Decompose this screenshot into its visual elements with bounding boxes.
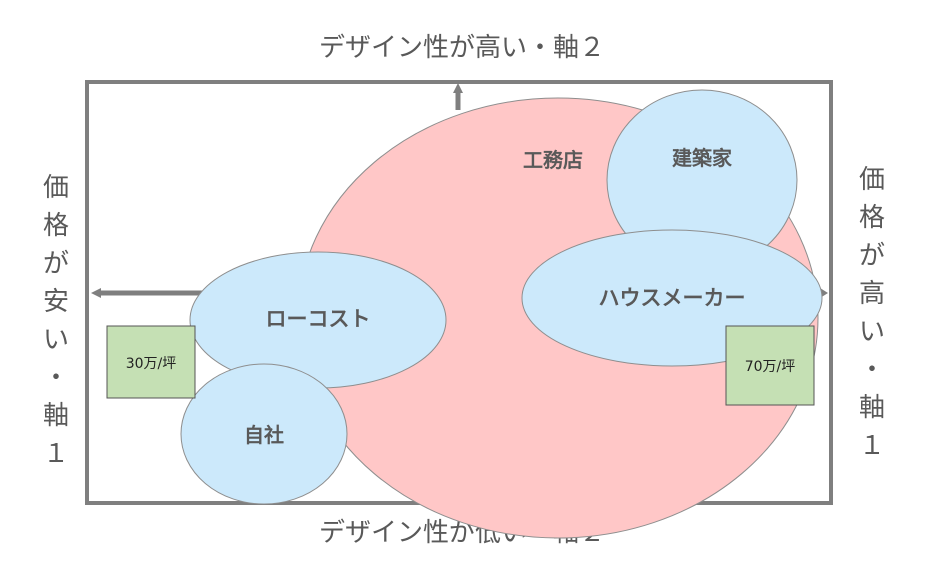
label-housemaker: ハウスメーカー (599, 286, 746, 310)
price-label-high: 70万/坪 (745, 359, 796, 375)
label-lowcost: ローコスト (266, 307, 371, 331)
right-label-text: 価格が高い・軸１ (859, 165, 885, 461)
left-label-text: 価格が安い・軸１ (43, 173, 69, 469)
label-kenchikuka: 建築家 (672, 146, 733, 170)
axis-label-left: 価格が安い・軸１ (43, 173, 69, 469)
axis-label-right: 価格が高い・軸１ (859, 165, 885, 461)
label-jisha: 自社 (244, 423, 284, 447)
price-label-low: 30万/坪 (126, 356, 177, 372)
bubble-jisha (180, 363, 348, 505)
price-box-low (106, 325, 196, 399)
axis-label-top: デザイン性が高い・軸２ (319, 33, 605, 63)
price-box-high (725, 325, 815, 406)
label-koumuten: 工務店 (523, 148, 583, 172)
